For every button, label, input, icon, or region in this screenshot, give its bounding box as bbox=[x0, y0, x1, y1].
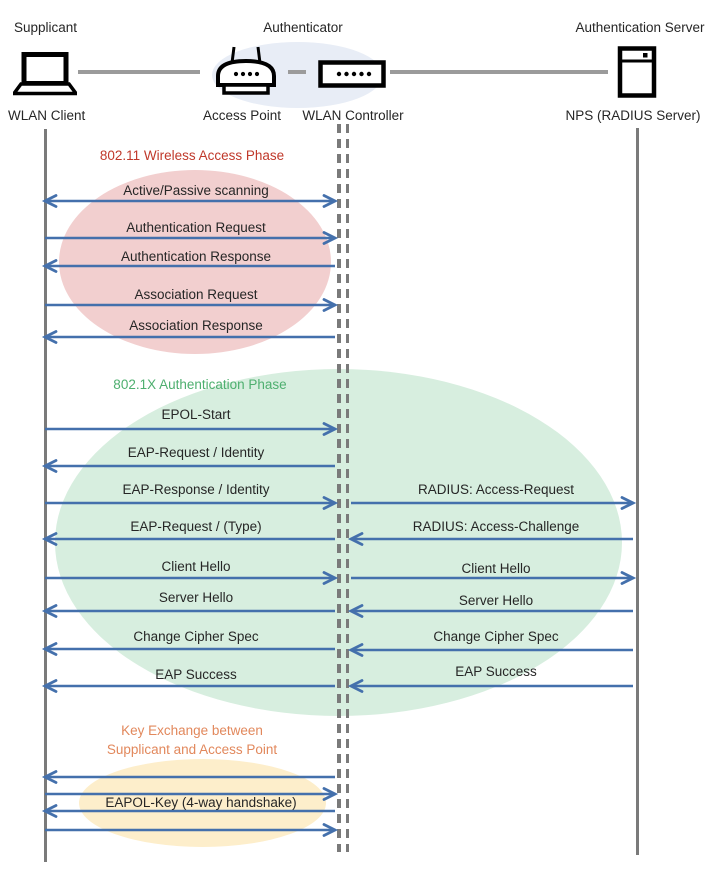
message-arrow bbox=[347, 679, 633, 693]
message-arrow bbox=[41, 679, 335, 693]
message-arrow bbox=[351, 496, 637, 510]
phase-title-keyexchange-line2: Supplicant and Access Point bbox=[106, 742, 278, 757]
message-arrow bbox=[41, 532, 335, 546]
message-label: Authentication Request bbox=[126, 220, 266, 235]
message-label: EAPOL-Key (4-way handshake) bbox=[105, 795, 297, 810]
message-arrow bbox=[41, 804, 335, 818]
message-label: Association Request bbox=[134, 287, 258, 302]
message-arrow bbox=[347, 532, 633, 546]
message-arrow bbox=[347, 604, 633, 618]
server-icon bbox=[617, 46, 657, 98]
device-nps-radius-server: NPS (RADIUS Server) bbox=[565, 108, 701, 123]
device-wlan-client: WLAN Client bbox=[8, 108, 86, 123]
message-arrow bbox=[45, 496, 339, 510]
message-arrow bbox=[41, 259, 335, 273]
phase-title-keyexchange-line1: Key Exchange between bbox=[121, 723, 263, 738]
lifeline-authenticator-right bbox=[345, 124, 349, 852]
role-authenticator: Authenticator bbox=[263, 20, 343, 35]
role-supplicant: Supplicant bbox=[14, 20, 78, 35]
message-label: RADIUS: Access-Challenge bbox=[412, 519, 580, 534]
lifeline-wlan-client bbox=[43, 129, 47, 862]
message-arrow bbox=[41, 604, 335, 618]
role-authentication-server: Authentication Server bbox=[575, 20, 705, 35]
message-label: Change Cipher Spec bbox=[433, 629, 559, 644]
message-arrow bbox=[41, 770, 335, 784]
message-arrow bbox=[45, 823, 339, 837]
message-label: Active/Passive scanning bbox=[123, 183, 269, 198]
message-arrow bbox=[41, 194, 339, 208]
message-label: Association Response bbox=[129, 318, 263, 333]
keyexchange-phase-ellipse bbox=[79, 759, 326, 847]
message-label: EAP-Request / (Type) bbox=[130, 519, 262, 534]
message-label: Client Hello bbox=[161, 559, 231, 574]
message-label: Server Hello bbox=[158, 590, 234, 605]
connector-client-ap bbox=[78, 70, 200, 74]
lifeline-authenticator-left bbox=[337, 124, 341, 852]
message-arrow bbox=[45, 422, 339, 436]
message-arrow bbox=[41, 459, 335, 473]
lifeline-radius-server bbox=[635, 128, 639, 855]
message-arrow bbox=[41, 642, 335, 656]
device-access-point: Access Point bbox=[202, 108, 282, 123]
message-arrow bbox=[45, 787, 339, 801]
controller-icon bbox=[318, 60, 386, 88]
message-label: Server Hello bbox=[458, 593, 534, 608]
phase-title-wireless: 802.11 Wireless Access Phase bbox=[99, 148, 285, 163]
message-arrow bbox=[45, 231, 339, 245]
message-arrow bbox=[45, 571, 339, 585]
message-label: EAP Success bbox=[155, 667, 237, 682]
device-wlan-controller: WLAN Controller bbox=[302, 108, 404, 123]
message-label: EAP-Response / Identity bbox=[122, 482, 270, 497]
message-label: EAP-Request / Identity bbox=[127, 445, 265, 460]
message-label: RADIUS: Access-Request bbox=[417, 482, 575, 497]
phase-title-keyexchange: Key Exchange between Supplicant and Acce… bbox=[107, 721, 277, 759]
phase-title-dot1x: 802.1X Authentication Phase bbox=[113, 377, 287, 392]
message-label: EPOL-Start bbox=[161, 407, 231, 422]
message-arrow bbox=[351, 571, 637, 585]
connector-ap-controller bbox=[288, 70, 306, 74]
message-label: Client Hello bbox=[461, 561, 531, 576]
message-arrow bbox=[347, 643, 633, 657]
message-label: EAP Success bbox=[455, 664, 537, 679]
laptop-icon bbox=[13, 52, 77, 96]
message-arrow bbox=[45, 298, 339, 312]
message-label: Change Cipher Spec bbox=[133, 629, 259, 644]
message-arrow bbox=[41, 330, 335, 344]
message-label: Authentication Response bbox=[120, 249, 272, 264]
wireless-router-icon bbox=[216, 46, 276, 95]
connector-controller-server bbox=[390, 70, 608, 74]
